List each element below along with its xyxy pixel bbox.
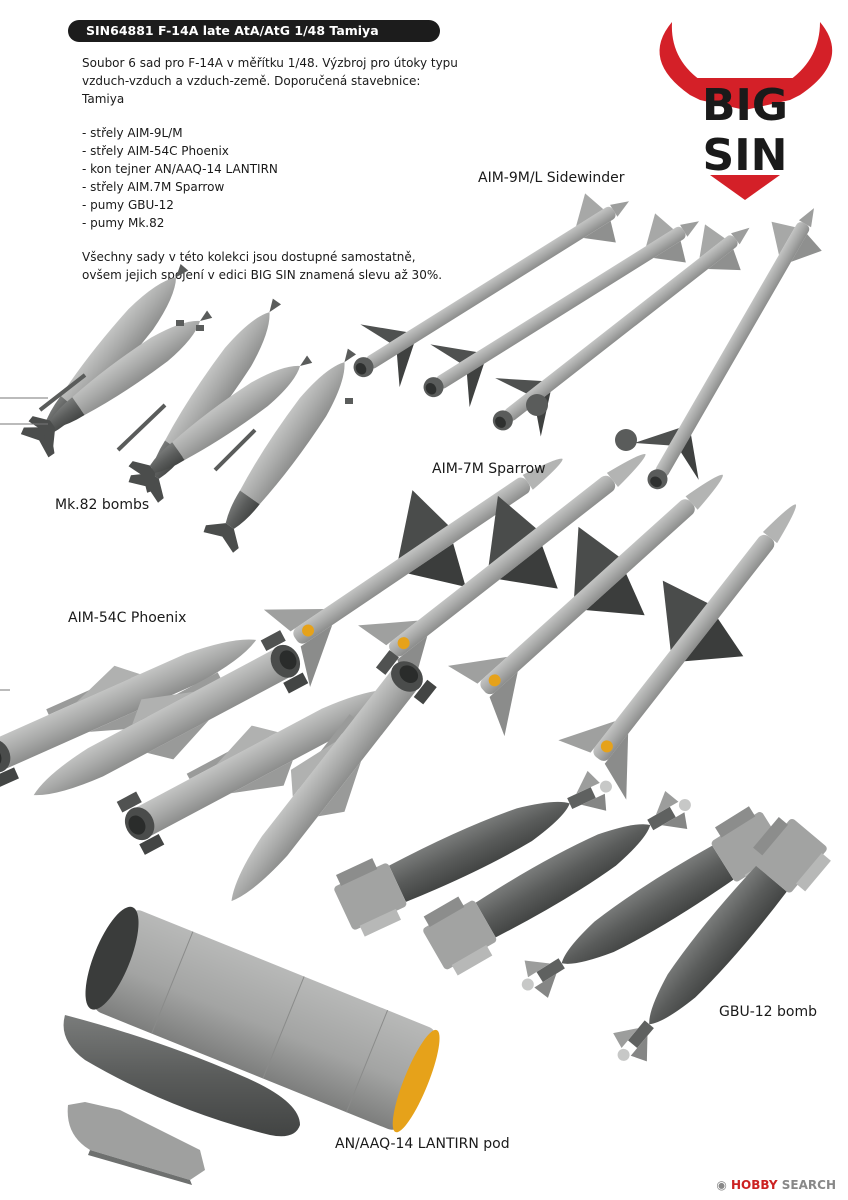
list-item: - pumy Mk.82 xyxy=(82,216,165,230)
lantirn-pod xyxy=(63,906,440,1185)
list-item: - střely AIM-9L/M xyxy=(82,126,183,140)
mk82-bombs xyxy=(19,254,369,554)
watermark-brand: HOBBY xyxy=(731,1178,778,1192)
watermark: ◉ HOBBY SEARCH xyxy=(716,1178,836,1192)
label-phoenix: AIM-54C Phoenix xyxy=(68,610,187,626)
label-sidewinder: AIM-9M/L Sidewinder xyxy=(478,170,625,186)
intro-text: Soubor 6 sad pro F-14A v měřítku 1/48. V… xyxy=(82,54,462,284)
label-gbu12: GBU-12 bomb xyxy=(719,1004,817,1020)
item-list: - střely AIM-9L/M - střely AIM-54C Phoen… xyxy=(82,124,462,232)
list-item: - kon tejner AN/AAQ-14 LANTIRN xyxy=(82,162,278,176)
logo-horns xyxy=(790,22,833,100)
fuze-rod xyxy=(116,403,167,452)
fuze-rod xyxy=(213,428,257,472)
logo-horns xyxy=(690,78,800,110)
label-mk82: Mk.82 bombs xyxy=(55,497,150,513)
label-lantirn: AN/AAQ-14 LANTIRN pod xyxy=(335,1136,510,1152)
seeker-head-part xyxy=(526,394,548,416)
logo-horns xyxy=(710,175,780,200)
watermark-text: SEARCH xyxy=(781,1178,836,1192)
header-title: SIN64881 F-14A late AtA/AtG 1/48 Tamiya xyxy=(68,20,440,42)
intro-line: vzduch-vzduch a vzduch-země. Doporučená … xyxy=(82,74,421,106)
list-item: - střely AIM-54C Phoenix xyxy=(82,144,229,158)
intro-line: Soubor 6 sad pro F-14A v měřítku 1/48. V… xyxy=(82,56,458,70)
list-item: - pumy GBU-12 xyxy=(82,198,174,212)
seeker-head-part xyxy=(615,429,637,451)
logo-horns xyxy=(659,22,700,100)
label-sparrow: AIM-7M Sparrow xyxy=(432,461,546,477)
list-item: - střely AIM.7M Sparrow xyxy=(82,180,225,194)
hobby-search-icon: ◉ xyxy=(716,1178,727,1192)
big-sin-logo: BIG SIN xyxy=(659,22,833,200)
sparrow-missile xyxy=(542,468,837,803)
sidewinder-missile xyxy=(471,197,772,455)
fuze-rod xyxy=(38,373,87,412)
sidewinder-missiles xyxy=(334,169,846,506)
logo-text-big: BIG xyxy=(702,80,788,131)
logo-text-sin: SIN xyxy=(703,130,788,181)
outro-line: Všechny sady v této kolekci jsou dostupn… xyxy=(82,250,416,264)
